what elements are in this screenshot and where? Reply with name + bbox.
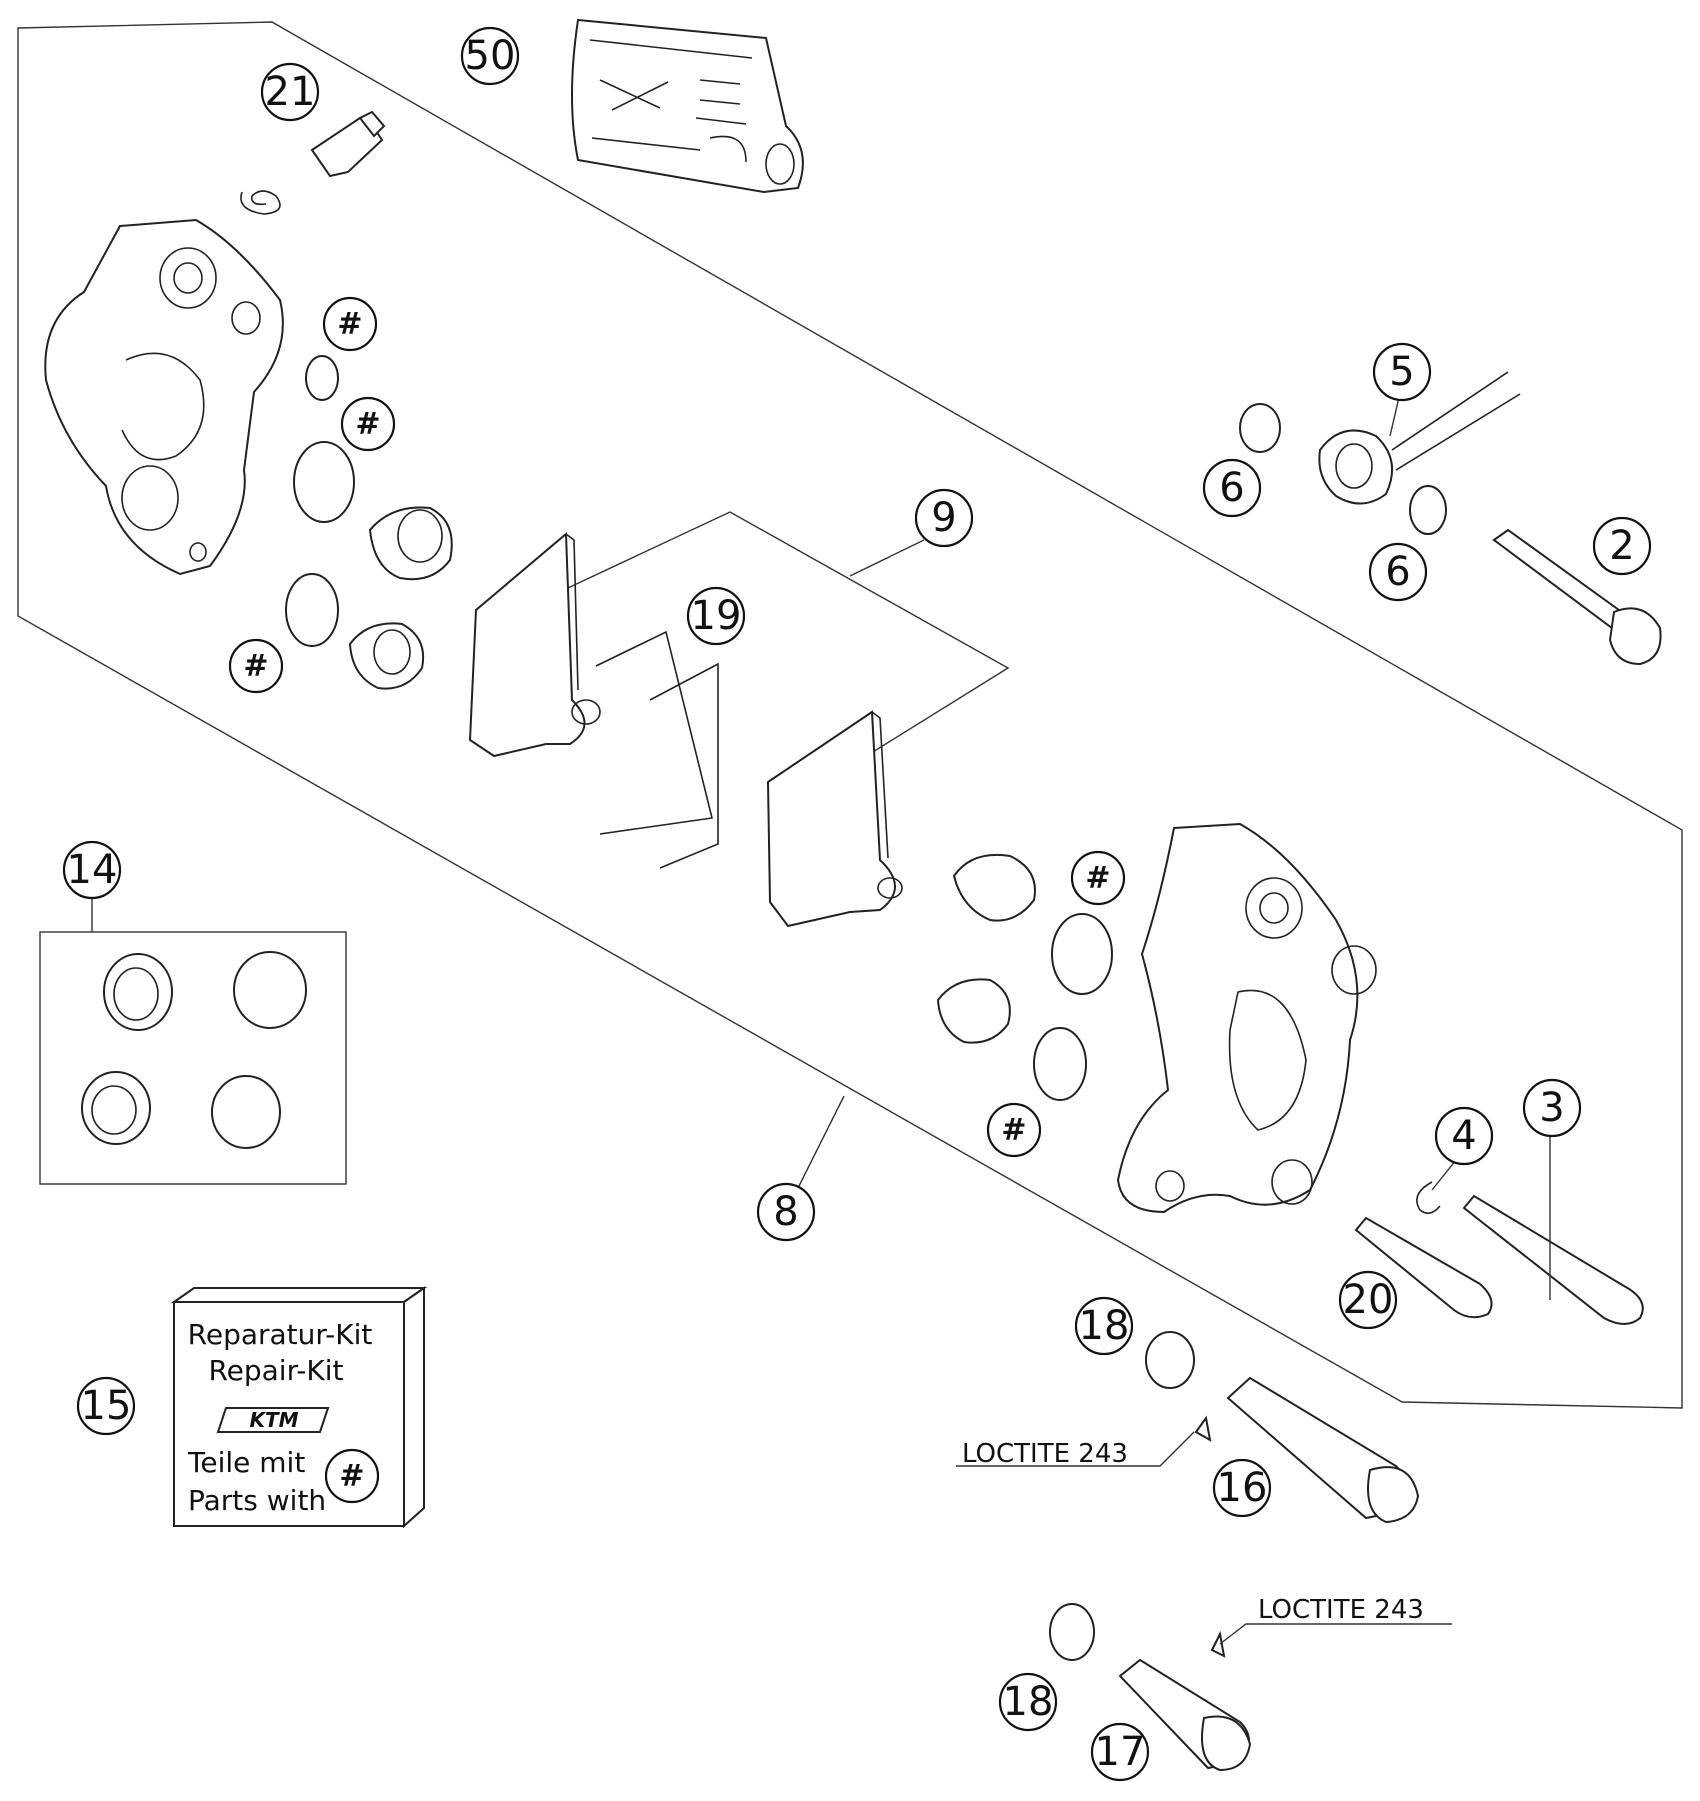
callout-16: 16 <box>1212 1458 1272 1518</box>
svg-text:#: # <box>355 407 380 442</box>
svg-text:9: 9 <box>931 495 956 541</box>
callout-6-upper: 6 <box>1202 458 1262 518</box>
svg-text:18: 18 <box>1079 1303 1130 1349</box>
right-brake-pad-drawing <box>766 710 903 928</box>
svg-text:14: 14 <box>67 847 118 893</box>
pins-and-clip-drawing <box>1354 1181 1644 1325</box>
svg-text:18: 18 <box>1003 1679 1054 1725</box>
repair-kit-line-1: Reparatur-Kit <box>188 1318 373 1351</box>
svg-text:19: 19 <box>691 593 742 639</box>
assembly-frame-8 <box>17 21 1683 1409</box>
banjo-fitting-drawing <box>1239 371 1521 535</box>
svg-text:15: 15 <box>81 1383 132 1429</box>
bolt-2-drawing <box>1492 528 1662 666</box>
hash-marker-3: # <box>228 638 284 694</box>
callout-15: 15 <box>76 1376 136 1436</box>
bleed-nipple-drawing <box>240 110 386 215</box>
callout-3: 3 <box>1522 1078 1582 1138</box>
right-caliper-half-drawing <box>1116 822 1377 1214</box>
svg-text:5: 5 <box>1389 349 1414 395</box>
callout-19: 19 <box>686 586 746 646</box>
instruction-sheet-drawing <box>571 18 804 194</box>
right-seals-and-pistons-drawing <box>936 853 1113 1101</box>
repair-kit-line-3: Teile mit <box>187 1446 305 1479</box>
svg-text:KTM: KTM <box>249 1408 298 1432</box>
svg-text:#: # <box>337 307 362 342</box>
loctite-label-lower: LOCTITE 243 <box>1258 1595 1424 1625</box>
svg-text:6: 6 <box>1219 465 1244 511</box>
svg-text:#: # <box>1001 1113 1026 1148</box>
ktm-logo: KTM <box>216 1407 330 1433</box>
mounting-bolt-17-drawing <box>1049 1603 1252 1772</box>
svg-text:4: 4 <box>1451 1113 1476 1159</box>
left-caliper-half-drawing <box>44 218 284 576</box>
pad-spring-drawing <box>595 630 719 869</box>
svg-text:#: # <box>339 1459 364 1494</box>
svg-text:50: 50 <box>465 33 516 79</box>
svg-text:20: 20 <box>1343 1277 1394 1323</box>
left-seals-and-pistons-drawing <box>285 355 453 690</box>
hash-marker-5: # <box>986 1102 1042 1158</box>
hash-marker-1: # <box>322 296 378 352</box>
callout-18-upper: 18 <box>1074 1296 1134 1356</box>
callout-5: 5 <box>1372 342 1432 402</box>
repair-kit-line-4: Parts with <box>188 1484 326 1517</box>
callout-17: 17 <box>1090 1722 1150 1782</box>
svg-text:21: 21 <box>265 69 316 115</box>
callout-2: 2 <box>1592 516 1652 576</box>
callout-20: 20 <box>1338 1270 1398 1330</box>
callout-8: 8 <box>756 1182 816 1242</box>
svg-text:#: # <box>243 649 268 684</box>
svg-text:#: # <box>1085 861 1110 896</box>
mounting-bolt-16-drawing <box>1145 1331 1420 1524</box>
svg-text:16: 16 <box>1217 1465 1268 1511</box>
callout-6-lower: 6 <box>1368 542 1428 602</box>
piston-kit-drawing <box>81 951 307 1149</box>
callout-4: 4 <box>1434 1106 1494 1166</box>
svg-text:3: 3 <box>1539 1085 1564 1131</box>
callout-14: 14 <box>62 840 122 900</box>
repair-kit-line-2: Repair-Kit <box>208 1354 343 1387</box>
callout-50: 50 <box>460 26 520 86</box>
left-brake-pad-drawing <box>468 531 601 758</box>
svg-text:8: 8 <box>773 1189 798 1235</box>
svg-text:6: 6 <box>1385 549 1410 595</box>
pad-set-frame-9 <box>537 511 1010 761</box>
hash-marker-4: # <box>1070 850 1126 906</box>
callout-18-lower: 18 <box>998 1672 1058 1732</box>
callout-9: 9 <box>914 488 974 548</box>
loctite-label-upper: LOCTITE 243 <box>962 1439 1128 1469</box>
piston-kit-box-14 <box>39 931 347 1185</box>
svg-text:17: 17 <box>1095 1729 1146 1775</box>
hash-marker-2: # <box>340 396 396 452</box>
repair-kit-hash-marker: # <box>324 1448 380 1504</box>
svg-text:2: 2 <box>1609 523 1634 569</box>
callout-21: 21 <box>260 62 320 122</box>
